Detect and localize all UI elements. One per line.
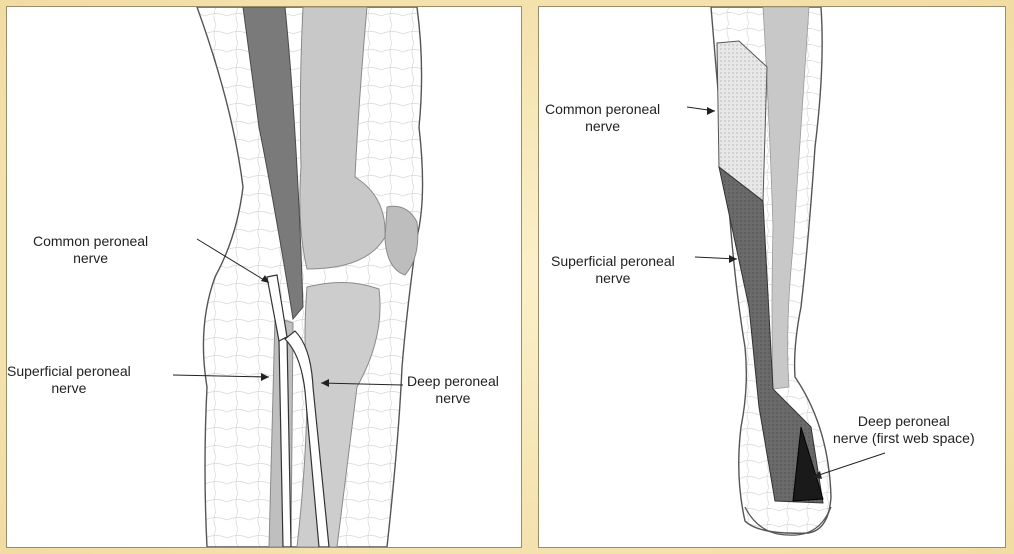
- hamstring-muscle: [242, 7, 304, 321]
- arrow-superficial-peroneal: [172, 374, 270, 378]
- label-common-peroneal-nerve-right: Common peroneal nerve: [545, 101, 661, 134]
- leg-dermatome-illustration: [686, 7, 886, 536]
- leg-outline: [196, 7, 424, 547]
- label-deep-peroneal-nerve-right: Deep peroneal nerve (first web space): [833, 413, 975, 446]
- deep-peroneal-nerve: [284, 330, 330, 547]
- knee-illustration: [172, 7, 424, 547]
- label-superficial-peroneal-nerve-right: Superficial peroneal nerve: [551, 253, 675, 286]
- label-deep-peroneal-nerve: Deep peroneal nerve: [407, 373, 499, 406]
- femur-bone: [299, 7, 386, 270]
- common-peroneal-dermatome: [716, 40, 768, 202]
- deep-peroneal-dermatome: [792, 426, 824, 502]
- arrow-deep-peroneal: [320, 382, 404, 386]
- left-panel-knee-diagram: Common peroneal nerve Superficial perone…: [6, 6, 522, 548]
- superficial-peroneal-dermatome: [718, 165, 824, 504]
- toes: [744, 506, 832, 536]
- superficial-peroneal-nerve: [278, 336, 292, 547]
- label-superficial-peroneal-nerve: Superficial peroneal nerve: [7, 363, 131, 396]
- patella-bone: [384, 205, 419, 276]
- tibia-front-bone: [762, 7, 810, 390]
- right-panel-dermatome-diagram: Common peroneal nerve Superficial perone…: [538, 6, 1006, 548]
- label-common-peroneal-nerve: Common peroneal nerve: [33, 233, 149, 266]
- arrow-common-peroneal: [196, 238, 270, 284]
- arrow-deep-peroneal-right: [812, 452, 886, 478]
